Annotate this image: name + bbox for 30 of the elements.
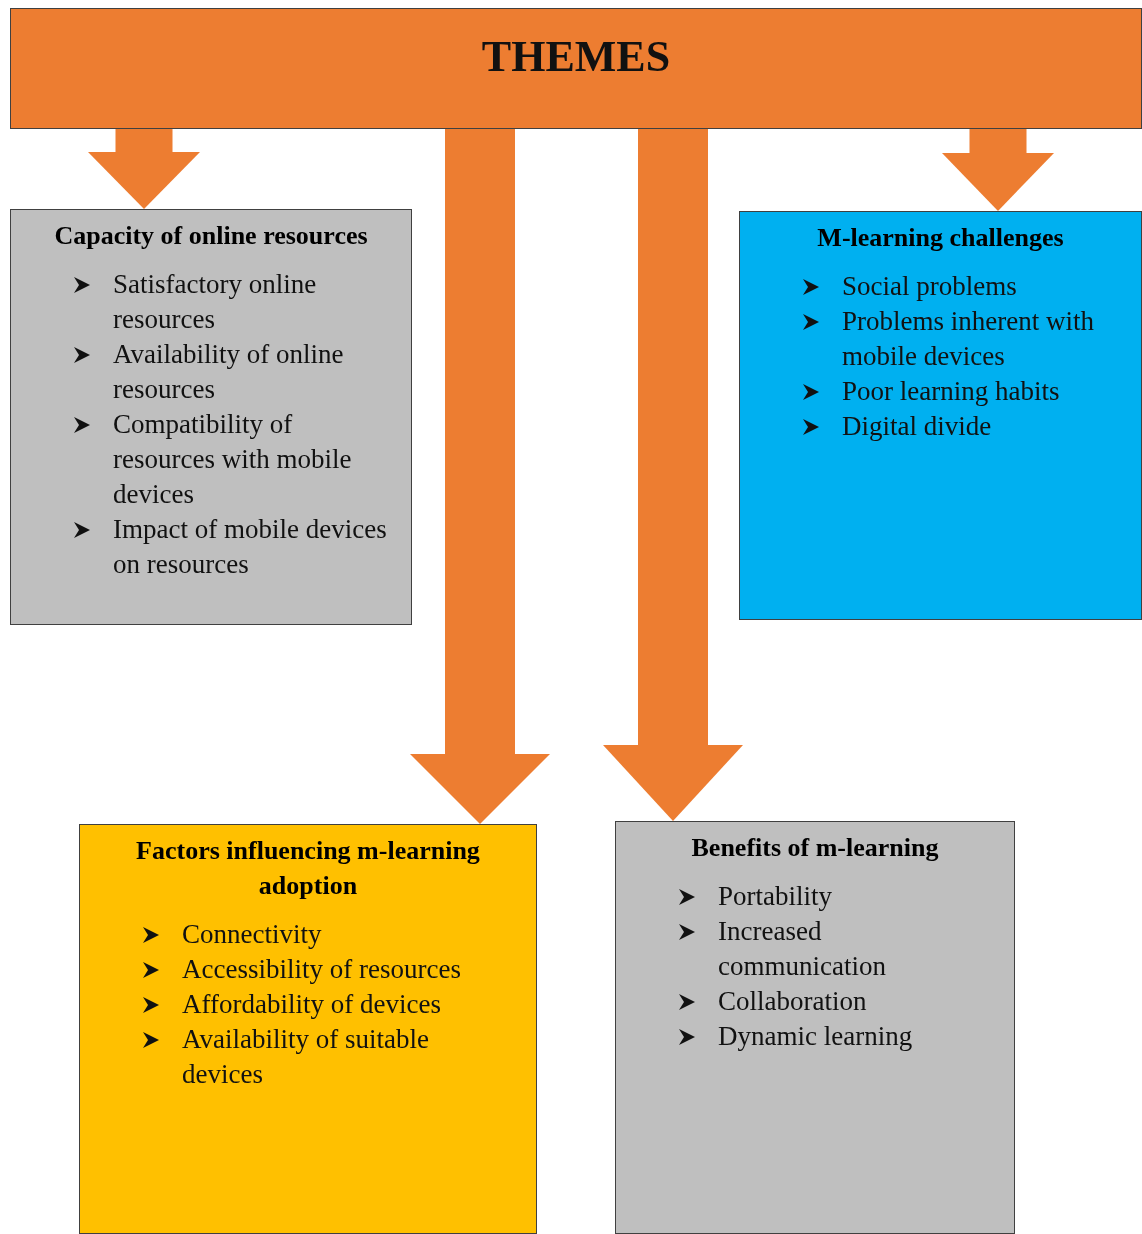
block-arrow <box>88 129 200 209</box>
block-arrow <box>410 129 550 824</box>
block-arrow <box>603 129 743 821</box>
bullet-item: Affordability of devices <box>182 988 441 1021</box>
bullet-item: Satisfactory online resources <box>113 268 318 336</box>
box-heading: Factors influencing m-learning adoption <box>135 835 481 902</box>
box-heading: M-learning challenges <box>816 222 1065 254</box>
bullet-item: Social problems <box>842 270 1017 303</box>
bullet-item: Availability of online resources <box>113 338 345 406</box>
block-arrow <box>942 129 1054 211</box>
bullet-item: Impact of mobile devices on resources <box>113 513 388 581</box>
bullet-item: Dynamic learning <box>718 1020 913 1053</box>
bullet-item: Accessibility of resources <box>182 953 461 986</box>
theme-box <box>10 209 412 625</box>
bullet-item: Poor learning habits <box>842 375 1060 408</box>
bullet-item: Compatibility of resources with mobile devices <box>113 408 353 511</box>
bullet-item: Availability of suitable devices <box>182 1023 430 1091</box>
theme-box <box>739 211 1142 620</box>
bullet-item: Problems inherent with mobile devices <box>842 305 1095 373</box>
title-text: THEMES <box>480 31 672 83</box>
bullet-item: Portability <box>718 880 832 913</box>
theme-box <box>615 821 1015 1234</box>
bullet-item: Increased communication <box>718 915 887 983</box>
theme-box <box>79 824 537 1234</box>
box-heading: Capacity of online resources <box>53 220 369 252</box>
bullet-item: Connectivity <box>182 918 322 951</box>
bullet-item: Digital divide <box>842 410 992 443</box>
header-banner <box>10 8 1142 129</box>
box-heading: Benefits of m-learning <box>690 832 940 864</box>
bullet-item: Collaboration <box>718 985 867 1018</box>
